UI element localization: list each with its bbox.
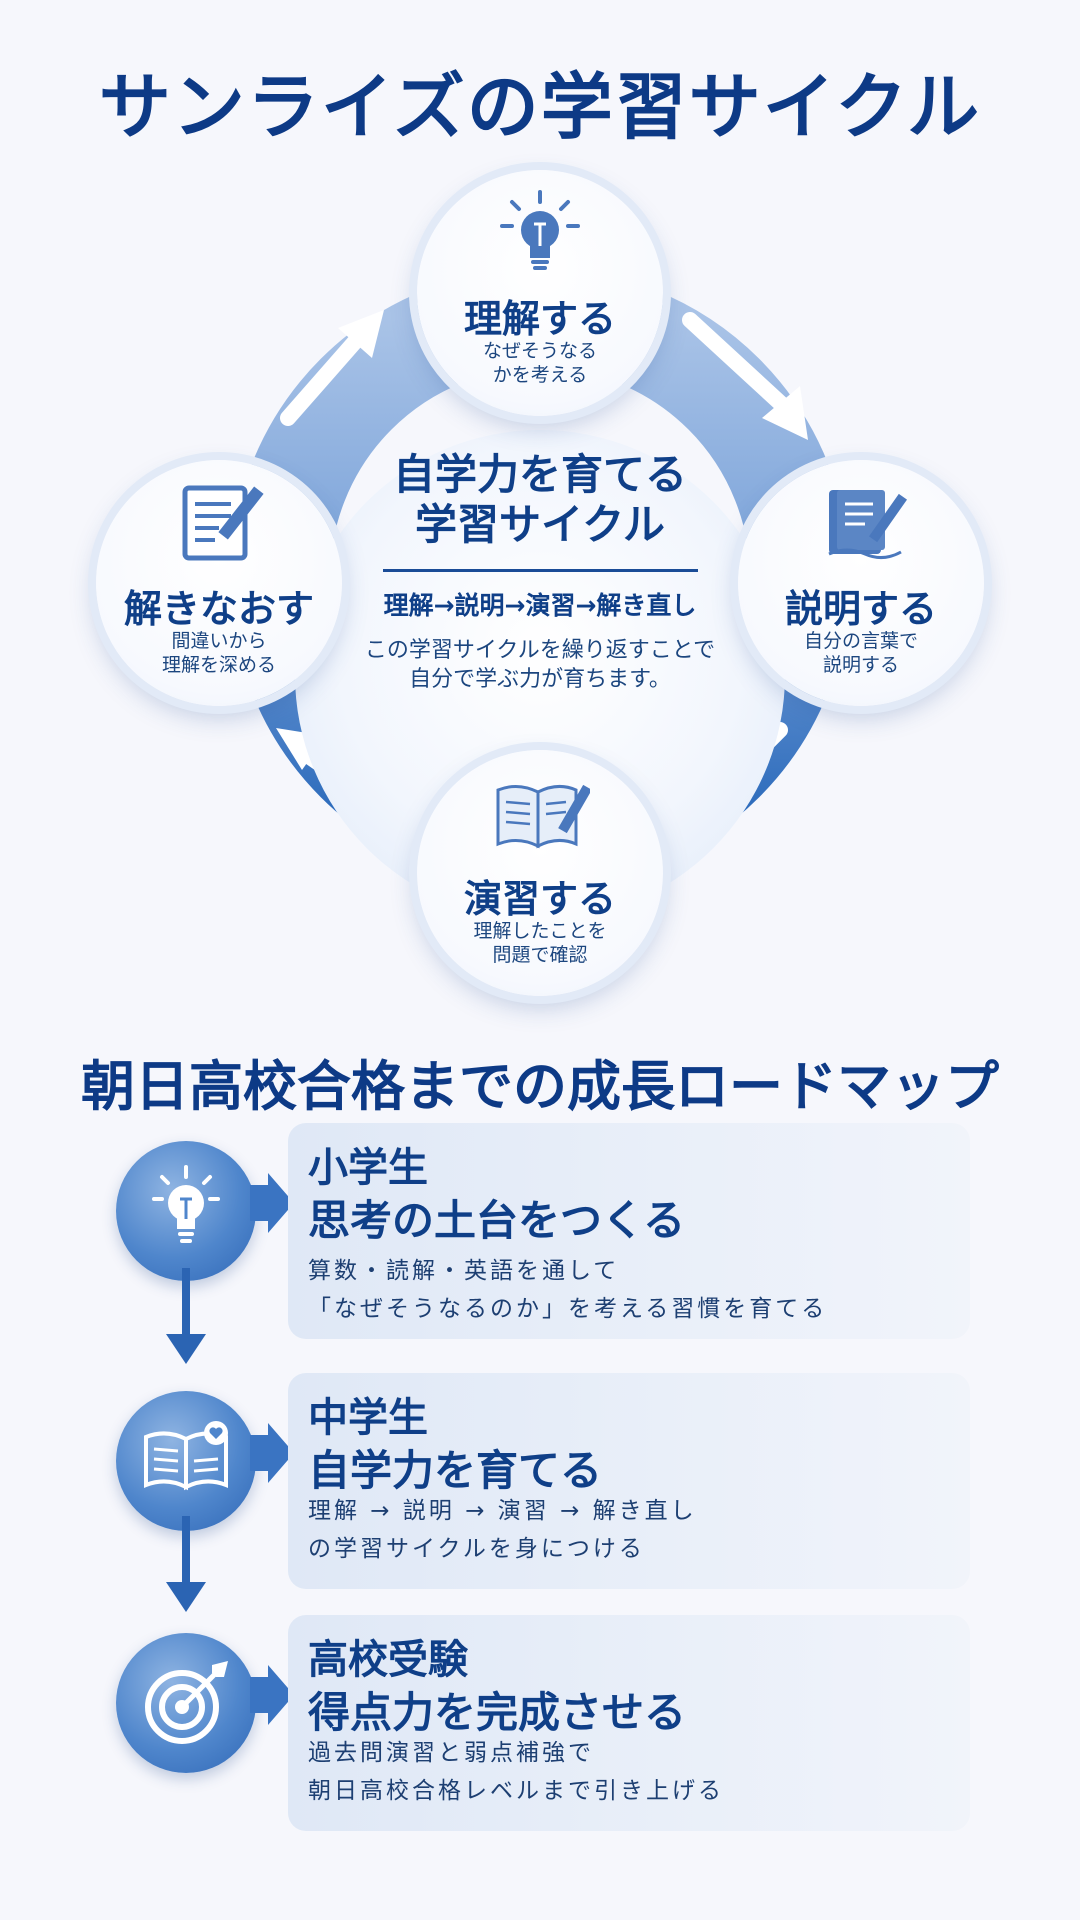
step-desc-line1: 間違いから: [171, 630, 267, 652]
roadmap-title: 朝日高校合格までの成長ロードマップ: [81, 1055, 999, 1118]
roadmap-down-arrow: [166, 1516, 206, 1612]
cycle-flow-text: 理解→説明→演習→解き直し: [383, 590, 697, 620]
step-description: なぜそうなる かを考える: [427, 340, 653, 388]
stage-icon-circle: [116, 1141, 256, 1281]
edit-document-icon: [169, 478, 269, 568]
stage-grade: 中学生: [308, 1395, 428, 1441]
step-desc-line1: 理解したことを: [473, 920, 607, 942]
stage-grade: 高校受験: [308, 1637, 468, 1683]
stage-goal: 思考の土台をつくる: [308, 1196, 686, 1245]
learning-cycle-diagram: 自学力を育てる 学習サイクル 理解→説明→演習→解き直し この学習サイクルを繰り…: [0, 150, 1080, 1010]
stage-desc-line1: 過去問演習と弱点補強で: [308, 1740, 594, 1766]
step-description: 自分の言葉で 説明する: [748, 630, 974, 678]
stage-pointer-arrow: [250, 1423, 294, 1483]
lightbulb-icon: [490, 188, 590, 278]
cycle-step-explain: 説明する 自分の言葉で 説明する: [738, 460, 984, 706]
lightbulb-icon: [152, 1165, 220, 1243]
cycle-center-title: 自学力を育てる 学習サイクル: [330, 450, 750, 551]
stage-pointer-arrow: [250, 1173, 294, 1233]
step-desc-line1: なぜそうなる: [482, 340, 597, 362]
target-icon: [145, 1661, 228, 1744]
page-title: サンライズの学習サイクル: [98, 65, 982, 149]
roadmap-stage-junior-high: 中学生 自学力を育てる 理解 → 説明 → 演習 → 解き直し の学習サイクルを…: [0, 1373, 1080, 1593]
step-title: 説明する: [784, 587, 937, 631]
book-heart-icon: [144, 1421, 228, 1491]
step-desc-line2: 問題で確認: [492, 943, 588, 966]
arrow-review-to-understand: [280, 328, 368, 426]
cycle-center-title-line1: 自学力を育てる: [392, 450, 687, 499]
step-desc-line2: かを考える: [492, 363, 588, 386]
stage-desc-line2: 「なぜそうなるのか」を考える習慣を育てる: [308, 1295, 828, 1322]
stage-description: 理解 → 説明 → 演習 → 解き直し の学習サイクルを身につける: [308, 1493, 697, 1569]
stage-desc-line1: 理解 → 説明 → 演習 → 解き直し: [308, 1498, 697, 1524]
stage-card: 中学生 自学力を育てる 理解 → 説明 → 演習 → 解き直し の学習サイクルを…: [288, 1373, 970, 1589]
stage-goal: 自学力を育てる: [308, 1446, 603, 1495]
step-title: 演習する: [463, 877, 616, 921]
center-divider: [382, 568, 698, 572]
stage-icon-circle: [116, 1633, 256, 1773]
stage-desc-line2: の学習サイクルを身につける: [308, 1535, 645, 1562]
stage-pointer-arrow: [250, 1665, 294, 1725]
notebook-pen-icon: [811, 478, 911, 568]
roadmap-stage-elementary: 小学生 思考の土台をつくる 算数・読解・英語を通して 「なぜそうなるのか」を考え…: [0, 1123, 1080, 1343]
stage-grade: 小学生: [308, 1145, 428, 1191]
roadmap-stage-high-school-exam: 高校受験 得点力を完成させる 過去問演習と弱点補強で 朝日高校合格レベルまで引き…: [0, 1615, 1080, 1835]
step-desc-line2: 理解を深める: [161, 653, 276, 676]
cycle-desc-line1: この学習サイクルを繰り返すことで: [364, 637, 716, 663]
step-desc-line2: 説明する: [822, 653, 899, 676]
open-book-pencil-icon: [490, 768, 592, 858]
step-title: 理解する: [463, 297, 616, 341]
stage-desc-line2: 朝日高校合格レベルまで引き上げる: [308, 1777, 724, 1804]
step-desc-line1: 自分の言葉で: [803, 630, 918, 652]
stage-description: 過去問演習と弱点補強で 朝日高校合格レベルまで引き上げる: [308, 1735, 724, 1811]
cycle-step-practice: 演習する 理解したことを 問題で確認: [417, 750, 663, 996]
stage-card: 高校受験 得点力を完成させる 過去問演習と弱点補強で 朝日高校合格レベルまで引き…: [288, 1615, 970, 1831]
stage-desc-line1: 算数・読解・英語を通して: [308, 1258, 620, 1284]
stage-card: 小学生 思考の土台をつくる 算数・読解・英語を通して 「なぜそうなるのか」を考え…: [288, 1123, 970, 1339]
cycle-description: この学習サイクルを繰り返すことで 自分で学ぶ力が育ちます。: [330, 636, 750, 695]
cycle-step-understand: 理解する なぜそうなる かを考える: [417, 170, 663, 416]
step-title: 解きなおす: [123, 587, 314, 631]
cycle-center-title-line2: 学習サイクル: [415, 500, 665, 550]
cycle-desc-line2: 自分で学ぶ力が育ちます。: [409, 667, 671, 693]
stage-goal: 得点力を完成させる: [308, 1688, 687, 1737]
roadmap-down-arrow: [166, 1268, 206, 1364]
cycle-center: 自学力を育てる 学習サイクル 理解→説明→演習→解き直し この学習サイクルを繰り…: [330, 450, 750, 695]
arrow-understand-to-explain: [682, 312, 798, 420]
step-description: 理解したことを 問題で確認: [427, 920, 653, 968]
step-description: 間違いから 理解を深める: [106, 630, 332, 678]
cycle-step-review: 解きなおす 間違いから 理解を深める: [96, 460, 342, 706]
stage-description: 算数・読解・英語を通して 「なぜそうなるのか」を考える習慣を育てる: [308, 1253, 827, 1329]
stage-icon-circle: [116, 1391, 256, 1531]
